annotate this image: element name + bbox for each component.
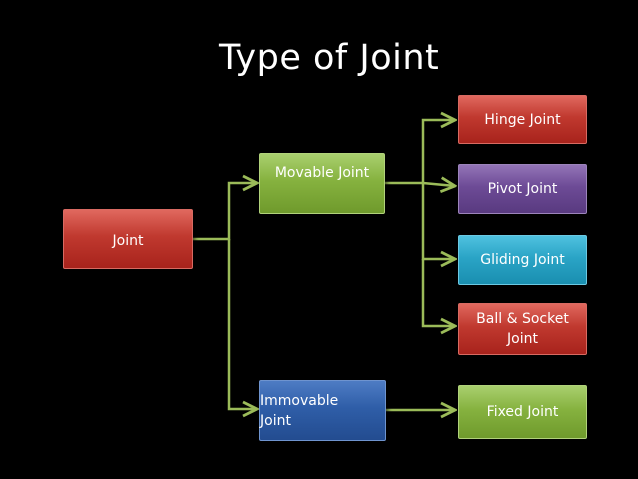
node-pivot-joint: Pivot Joint <box>458 164 587 214</box>
edge-movable-pivot <box>422 183 455 186</box>
node-hinge-joint-label: Hinge Joint <box>484 111 561 128</box>
node-ball-socket-joint-line1: Ball & Socket <box>476 311 569 327</box>
diagram-title: Type of Joint <box>219 38 440 78</box>
node-hinge-joint: Hinge Joint <box>458 95 587 144</box>
edge-movable-ballsocket <box>421 259 455 326</box>
edge-movable-gliding <box>421 183 455 259</box>
node-movable-joint: Movable Joint <box>259 153 385 214</box>
edge-joint-movable <box>193 183 257 241</box>
node-ball-socket-joint-line2: Joint <box>507 331 538 347</box>
node-immovable-joint-line2: Joint <box>260 413 291 429</box>
node-immovable-joint-line1: Immovable <box>260 393 339 409</box>
node-joint: Joint <box>63 209 193 269</box>
node-immovable-joint: Immovable Joint <box>259 380 386 441</box>
node-gliding-joint: Gliding Joint <box>458 235 587 285</box>
edge-movable-hinge <box>385 120 455 185</box>
node-gliding-joint-label: Gliding Joint <box>480 252 565 268</box>
node-ball-socket-joint: Ball & Socket Joint <box>458 303 587 355</box>
node-fixed-joint-label: Fixed Joint <box>486 404 559 420</box>
node-movable-joint-label: Movable Joint <box>274 165 370 181</box>
node-joint-label: Joint <box>112 233 144 249</box>
node-fixed-joint: Fixed Joint <box>458 385 587 439</box>
edge-joint-immovable <box>227 239 257 409</box>
node-pivot-joint-label: Pivot Joint <box>487 181 558 197</box>
